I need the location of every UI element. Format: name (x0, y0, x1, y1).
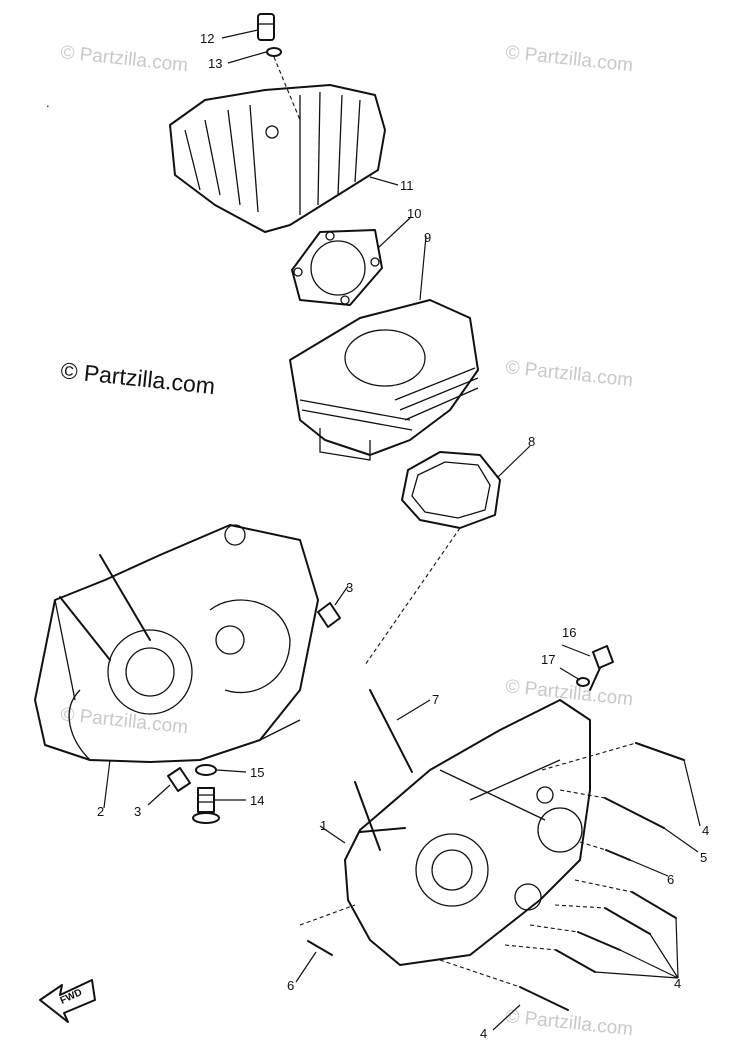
bolt-6-a (605, 849, 631, 861)
bolt-6-b (307, 940, 333, 956)
bolt-4-d (577, 931, 621, 951)
callout-10: 10 (407, 206, 421, 221)
callout-6-left: 6 (287, 978, 294, 993)
stud-axis (364, 527, 461, 666)
base-gasket (401, 451, 501, 529)
callout-labels: 1 2 3 3 4 4 4 5 6 6 7 8 9 10 11 12 13 14… (97, 31, 709, 1041)
dowel-pin-lower (167, 767, 191, 792)
fwd-label: FWD (59, 987, 84, 1007)
bolt-5 (604, 797, 665, 829)
head-washer (266, 47, 282, 57)
bolt-4-a (635, 742, 685, 761)
callout-13: 13 (208, 56, 222, 71)
crankcase-bolts (307, 742, 685, 1011)
head-gasket (291, 229, 383, 306)
bolt-4-c (604, 907, 651, 935)
cylinder-block (289, 299, 479, 461)
callout-2: 2 (97, 804, 104, 819)
callout-8: 8 (528, 434, 535, 449)
callout-3-upper: 3 (346, 580, 353, 595)
callout-14: 14 (250, 793, 264, 808)
watermark-faint: © Partzilla.com (504, 1006, 634, 1040)
callout-6-right: 6 (667, 872, 674, 887)
callout-3-lower: 3 (134, 804, 141, 819)
watermark-faint: © Partzilla.com (504, 357, 634, 391)
watermark-main: © Partzilla.com (59, 357, 216, 399)
stray-dot: . (46, 95, 50, 110)
callout-11: 11 (400, 178, 414, 193)
crankcase-washer-17 (576, 677, 590, 687)
right-crankcase (344, 699, 591, 966)
callout-7: 7 (432, 692, 439, 707)
bolt-4-e (555, 949, 596, 973)
drain-plug (192, 787, 220, 824)
left-crankcase (34, 524, 319, 763)
callout-9: 9 (424, 230, 431, 245)
assembly-axis (273, 56, 301, 121)
cylinder-stud (369, 689, 413, 773)
callout-4-group: 4 (674, 976, 681, 991)
bolt-4-f (519, 986, 569, 1011)
watermark-faint: © Partzilla.com (59, 42, 189, 76)
bolt-axes (299, 742, 637, 988)
callout-16: 16 (562, 625, 576, 640)
callout-4-right: 4 (702, 823, 709, 838)
callout-12: 12 (200, 31, 214, 46)
callout-1: 1 (320, 818, 327, 833)
drain-washer (195, 764, 217, 776)
callout-17: 17 (541, 652, 555, 667)
dowel-pin-upper (317, 602, 341, 628)
callout-5: 5 (700, 850, 707, 865)
cylinder-head (169, 84, 386, 233)
watermark-faint: © Partzilla.com (504, 42, 634, 76)
callout-15: 15 (250, 765, 264, 780)
forward-arrow-icon: FWD (39, 979, 96, 1023)
bolt-4-b (631, 891, 677, 919)
head-nut (257, 13, 275, 41)
crankcase-bolt-16 (589, 645, 614, 691)
leader-lines (103, 29, 701, 1031)
callout-4-bottom: 4 (480, 1026, 487, 1041)
